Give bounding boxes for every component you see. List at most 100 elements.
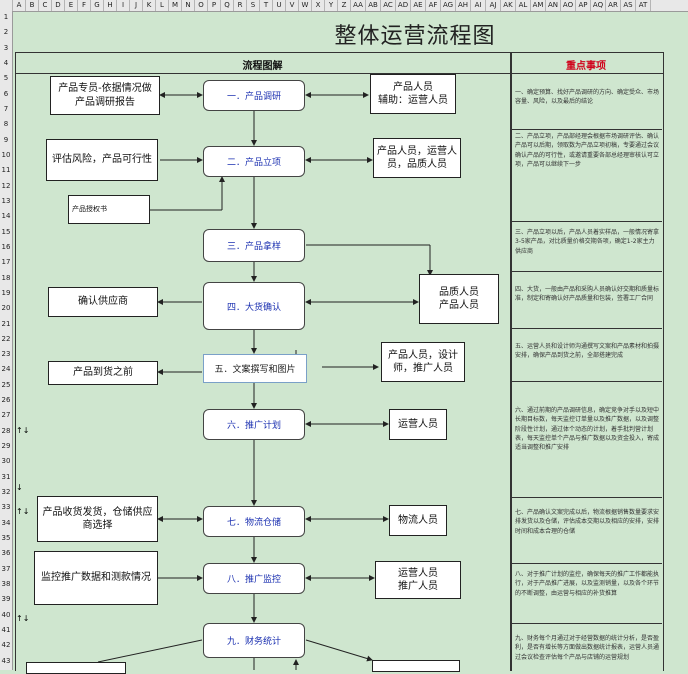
- column-header-am[interactable]: AM: [531, 0, 546, 11]
- column-header-i[interactable]: I: [117, 0, 130, 11]
- row-header-38[interactable]: 38: [1, 580, 11, 589]
- column-header-h[interactable]: H: [104, 0, 117, 11]
- column-header-d[interactable]: D: [52, 0, 65, 11]
- row-header-1[interactable]: 1: [3, 13, 9, 21]
- row-header-25[interactable]: 25: [1, 380, 11, 389]
- column-header-ag[interactable]: AG: [441, 0, 456, 11]
- row-header-43[interactable]: 43: [1, 656, 11, 665]
- row-header-20[interactable]: 20: [1, 304, 11, 313]
- left-box-before-arrival[interactable]: 产品到货之前: [48, 361, 158, 385]
- column-header-ac[interactable]: AC: [381, 0, 396, 11]
- column-header-x[interactable]: X: [312, 0, 325, 11]
- row-header-9[interactable]: 9: [3, 135, 9, 144]
- row-header-37[interactable]: 37: [1, 564, 11, 573]
- column-header-w[interactable]: W: [299, 0, 312, 11]
- row-header-13[interactable]: 13: [1, 196, 11, 205]
- column-header-al[interactable]: AL: [516, 0, 531, 11]
- column-header-aa[interactable]: AA: [351, 0, 366, 11]
- step-sample-taking[interactable]: 三．产品拿样: [203, 229, 305, 262]
- row-header-36[interactable]: 36: [1, 549, 11, 558]
- row-header-7[interactable]: 7: [3, 104, 9, 113]
- row-header-27[interactable]: 27: [1, 411, 11, 420]
- column-header-an[interactable]: AN: [546, 0, 561, 11]
- row-header-3[interactable]: 3: [3, 43, 9, 52]
- column-header-ae[interactable]: AE: [411, 0, 426, 11]
- step-bulk-confirmation[interactable]: 四．大货确认: [203, 282, 305, 330]
- column-header-z[interactable]: Z: [338, 0, 351, 11]
- row-header-21[interactable]: 21: [1, 319, 11, 328]
- row-header-29[interactable]: 29: [1, 442, 11, 451]
- right-box-ops-promotion[interactable]: 运营人员 推广人员: [375, 561, 461, 599]
- column-header-r[interactable]: R: [234, 0, 247, 11]
- column-header-at[interactable]: AT: [636, 0, 651, 11]
- row-header-22[interactable]: 22: [1, 334, 11, 343]
- right-box-quality-product[interactable]: 品质人员 产品人员: [419, 274, 499, 324]
- left-box-risk-assessment[interactable]: 评估风险，产品可行性: [46, 139, 158, 181]
- row-header-15[interactable]: 15: [1, 227, 11, 236]
- step-financial-statistics[interactable]: 九．财务统计: [203, 623, 305, 658]
- left-box-confirm-supplier[interactable]: 确认供应商: [48, 287, 158, 317]
- row-header-19[interactable]: 19: [1, 288, 11, 297]
- column-header-j[interactable]: J: [130, 0, 143, 11]
- column-header-ad[interactable]: AD: [396, 0, 411, 11]
- step-promotion-monitoring[interactable]: 八．推广监控: [203, 563, 305, 594]
- right-box-operations[interactable]: 运营人员: [389, 409, 447, 440]
- row-header-41[interactable]: 41: [1, 626, 11, 635]
- column-header-k[interactable]: K: [143, 0, 156, 11]
- column-header-c[interactable]: C: [39, 0, 52, 11]
- row-header-11[interactable]: 11: [1, 166, 11, 175]
- column-header-v[interactable]: V: [286, 0, 299, 11]
- column-header-aq[interactable]: AQ: [591, 0, 606, 11]
- row-header-30[interactable]: 30: [1, 457, 11, 466]
- row-header-28[interactable]: 28: [1, 426, 11, 435]
- row-header-16[interactable]: 16: [1, 242, 11, 251]
- row-header-34[interactable]: 34: [1, 518, 11, 527]
- row-header-12[interactable]: 12: [1, 181, 11, 190]
- row-header-42[interactable]: 42: [1, 641, 11, 650]
- row-header-8[interactable]: 8: [3, 120, 9, 129]
- column-header-ah[interactable]: AH: [456, 0, 471, 11]
- row-header-18[interactable]: 18: [1, 273, 11, 282]
- row-header-31[interactable]: 31: [1, 472, 11, 481]
- column-header-e[interactable]: E: [65, 0, 78, 11]
- column-header-af[interactable]: AF: [426, 0, 441, 11]
- step-promotion-plan[interactable]: 六．推广计划: [203, 409, 305, 440]
- right-box-product-operations[interactable]: 产品人员 辅助：运营人员: [370, 74, 456, 114]
- row-header-33[interactable]: 33: [1, 503, 11, 512]
- left-box-research-report[interactable]: 产品专员-依据情况做产品调研报告: [50, 76, 160, 115]
- column-header-t[interactable]: T: [260, 0, 273, 11]
- row-header-35[interactable]: 35: [1, 534, 11, 543]
- row-header-23[interactable]: 23: [1, 350, 11, 359]
- right-box-product-ops-quality[interactable]: 产品人员，运营人员，品质人员: [373, 138, 461, 178]
- column-header-p[interactable]: P: [208, 0, 221, 11]
- step-product-research[interactable]: 一．产品调研: [203, 80, 305, 111]
- column-header-m[interactable]: M: [169, 0, 182, 11]
- row-header-39[interactable]: 39: [1, 595, 11, 604]
- column-header-ao[interactable]: AO: [561, 0, 576, 11]
- row-header-4[interactable]: 4: [3, 58, 9, 67]
- step-logistics-warehousing[interactable]: 七．物流仓储: [203, 506, 305, 537]
- column-header-ai[interactable]: AI: [471, 0, 486, 11]
- row-header-6[interactable]: 6: [3, 89, 9, 98]
- right-box-designer-promotion[interactable]: 产品人员，设计师，推广人员: [381, 342, 465, 382]
- column-header-ak[interactable]: AK: [501, 0, 516, 11]
- step-product-approval[interactable]: 二．产品立项: [203, 146, 305, 177]
- row-header-2[interactable]: 2: [3, 28, 9, 37]
- column-header-u[interactable]: U: [273, 0, 286, 11]
- row-header-40[interactable]: 40: [1, 610, 11, 619]
- row-header-32[interactable]: 32: [1, 488, 11, 497]
- left-box-authorization[interactable]: 产品授权书: [68, 195, 150, 224]
- column-header-as[interactable]: AS: [621, 0, 636, 11]
- row-header-24[interactable]: 24: [1, 365, 11, 374]
- column-header-aj[interactable]: AJ: [486, 0, 501, 11]
- column-header-l[interactable]: L: [156, 0, 169, 11]
- column-header-g[interactable]: G: [91, 0, 104, 11]
- row-header-10[interactable]: 10: [1, 150, 11, 159]
- row-header-17[interactable]: 17: [1, 258, 11, 267]
- row-header-26[interactable]: 26: [1, 396, 11, 405]
- column-header-b[interactable]: B: [26, 0, 39, 11]
- row-header-5[interactable]: 5: [3, 74, 9, 83]
- right-box-logistics[interactable]: 物流人员: [389, 505, 447, 536]
- column-header-o[interactable]: O: [195, 0, 208, 11]
- left-box-monitor-data[interactable]: 监控推广数据和测款情况: [34, 551, 158, 605]
